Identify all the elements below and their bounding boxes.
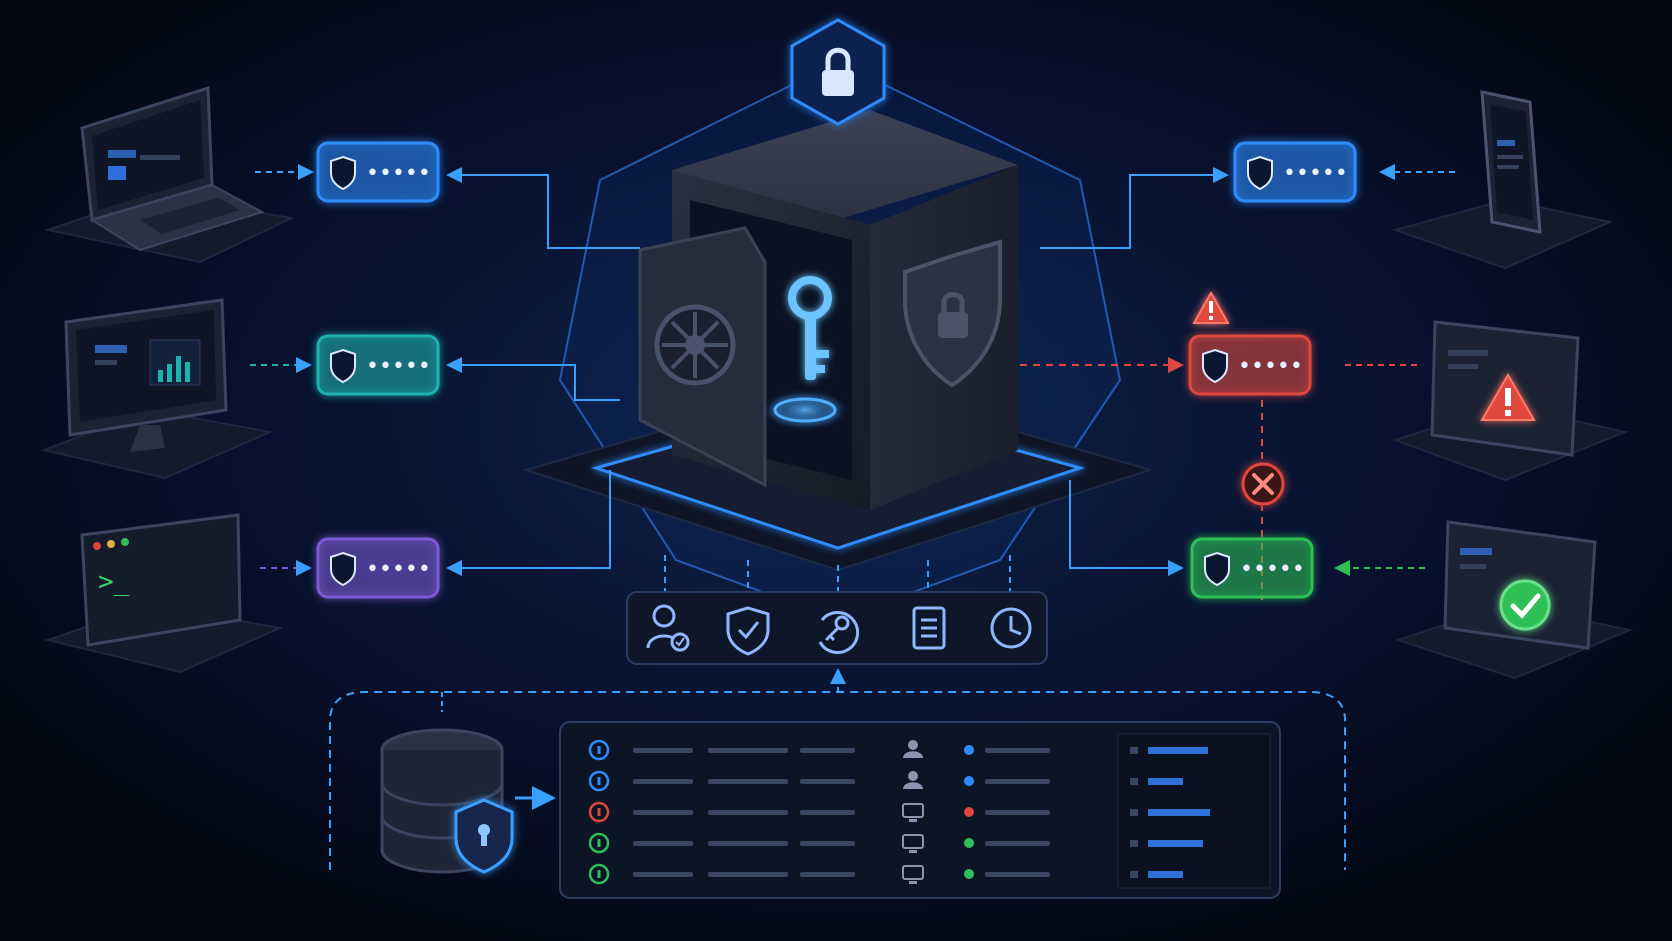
log-field xyxy=(708,779,788,784)
secret-token: ••••• xyxy=(318,336,438,394)
log-bar xyxy=(1148,747,1208,754)
log-marker xyxy=(1130,778,1138,785)
status-dot xyxy=(964,838,974,848)
secret-token: ••••• xyxy=(318,143,438,201)
shield-icon xyxy=(331,350,355,382)
terminal-prompt: >_ xyxy=(98,567,130,597)
status-dot xyxy=(964,745,974,755)
log-field xyxy=(800,841,855,846)
database-shield-icon xyxy=(382,730,512,872)
log-bar xyxy=(1148,809,1210,816)
log-bar xyxy=(1148,840,1203,847)
log-field xyxy=(708,810,788,815)
log-field xyxy=(633,748,693,753)
log-field xyxy=(800,779,855,784)
shield-icon xyxy=(1203,350,1227,382)
log-field xyxy=(633,779,693,784)
secret-token: ••••• xyxy=(1190,336,1310,394)
status-dot xyxy=(964,807,974,817)
log-field xyxy=(708,841,788,846)
vault-toolbar xyxy=(627,592,1047,664)
log-field xyxy=(985,779,1050,784)
token-mask: ••••• xyxy=(366,354,431,379)
token-mask: ••••• xyxy=(1238,354,1303,379)
shield-icon xyxy=(331,157,355,189)
log-field xyxy=(633,841,693,846)
log-field xyxy=(985,748,1050,753)
status-dot xyxy=(964,869,974,879)
log-field xyxy=(985,872,1050,877)
secret-token: ••••• xyxy=(1235,143,1355,201)
log-marker xyxy=(1130,840,1138,847)
shield-icon xyxy=(1205,553,1229,585)
log-field xyxy=(800,748,855,753)
denied-icon xyxy=(1243,464,1283,504)
log-bar xyxy=(1148,871,1183,878)
vault-safe xyxy=(640,110,1018,510)
log-field xyxy=(633,872,693,877)
token-mask: ••••• xyxy=(1240,557,1305,582)
token-mask: ••••• xyxy=(366,557,431,582)
log-field xyxy=(985,841,1050,846)
log-field xyxy=(985,810,1050,815)
secret-token: ••••• xyxy=(1192,539,1312,597)
status-dot xyxy=(964,776,974,786)
token-mask: ••••• xyxy=(1283,161,1348,186)
shield-icon xyxy=(331,553,355,585)
log-field xyxy=(800,810,855,815)
log-marker xyxy=(1130,871,1138,878)
secret-token: ••••• xyxy=(318,539,438,597)
check-circle-icon xyxy=(1501,581,1549,629)
token-mask: ••••• xyxy=(366,161,431,186)
log-marker xyxy=(1130,747,1138,754)
log-field xyxy=(800,872,855,877)
log-marker xyxy=(1130,809,1138,816)
log-field xyxy=(633,810,693,815)
shield-icon xyxy=(1248,157,1272,189)
log-bar xyxy=(1148,778,1183,785)
log-field xyxy=(708,748,788,753)
log-field xyxy=(708,872,788,877)
audit-log-table xyxy=(560,722,1280,898)
